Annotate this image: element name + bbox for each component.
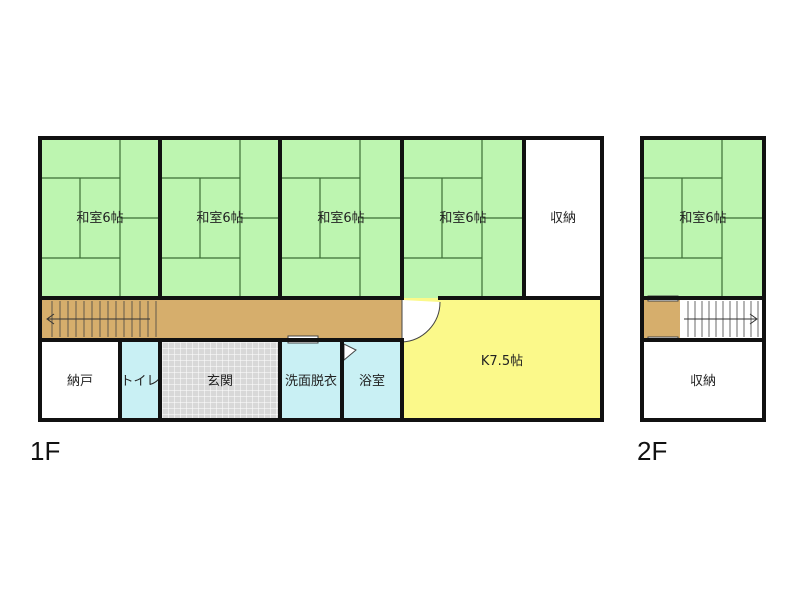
label-washitsu-4: 和室6帖: [439, 210, 486, 226]
label-toilet: トイレ: [120, 374, 159, 389]
label-shuno: 収納: [550, 211, 576, 226]
label-yokushitsu: 浴室: [359, 373, 385, 389]
floor-label-1f: 1F: [30, 436, 60, 466]
room-genkan: [160, 340, 280, 420]
label-kitchen: K7.5帖: [481, 354, 523, 369]
label-senmen: 洗面脱衣: [285, 373, 337, 389]
label-shuno-2f: 収納: [690, 374, 716, 389]
room-washitsu-2: [160, 138, 280, 298]
stairs-2f: [642, 295, 764, 343]
room-senmen: [280, 340, 342, 420]
door-swing: [401, 300, 441, 343]
label-washitsu-2: 和室6帖: [196, 210, 243, 226]
room-washitsu-2f: [642, 138, 764, 298]
walls-1f: [38, 136, 604, 422]
room-toilet: [120, 340, 160, 420]
room-nando: [40, 340, 120, 420]
room-washitsu-3: [280, 138, 402, 298]
label-washitsu-1: 和室6帖: [76, 210, 123, 226]
label-washitsu-2f: 和室6帖: [679, 210, 726, 226]
label-genkan: 玄関: [207, 374, 233, 389]
floor-1f: 和室6帖 和室6帖 和室6帖 和室6帖 収納 納戸 トイレ 玄関 洗面脱衣 浴室…: [30, 136, 604, 466]
room-washitsu-1: [40, 138, 160, 298]
room-shuno-2f: [642, 340, 764, 420]
room-washitsu-4: [402, 138, 524, 298]
floor-2f: 和室6帖 収納 2F: [637, 136, 766, 466]
floor-label-2f: 2F: [637, 436, 667, 466]
walls-2f: [640, 136, 766, 422]
label-washitsu-3: 和室6帖: [317, 210, 364, 226]
room-shuno: [524, 138, 602, 298]
label-nando: 納戸: [67, 374, 93, 389]
stairs-1f: [42, 300, 160, 338]
